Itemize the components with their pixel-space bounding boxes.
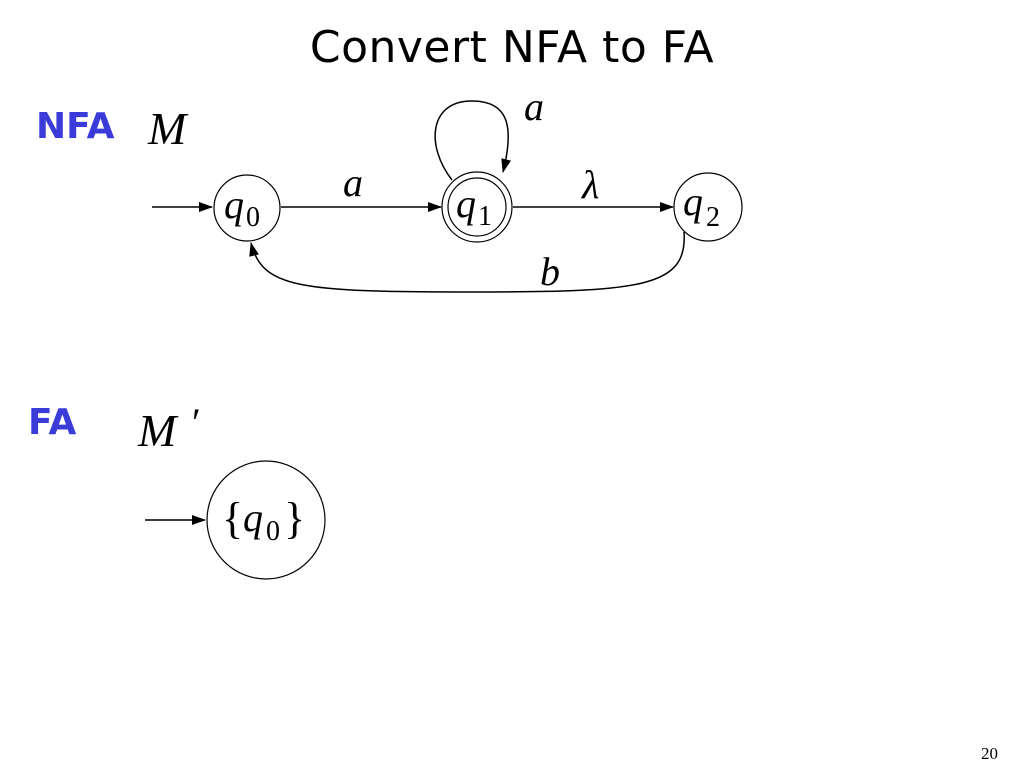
- nfa-state-q0: q 0: [213, 174, 281, 242]
- fa-state-name: q: [243, 495, 263, 540]
- fa-machine-name: M: [137, 405, 179, 456]
- edge-q2-q0: [249, 231, 685, 293]
- nfa-state-q2-index: 2: [706, 202, 720, 233]
- fa-machine-prime: ′: [192, 400, 201, 445]
- edge-q2-q0-label: b: [540, 249, 560, 294]
- edge-q1-q2-label: λ: [581, 162, 599, 207]
- nfa-state-q2-name: q: [683, 179, 703, 224]
- slide-title: Convert NFA to FA: [309, 22, 715, 73]
- fa-state-q0-set: { q 0 }: [206, 460, 326, 580]
- nfa-state-q1-inner-circle: [447, 177, 507, 237]
- fa-state-index: 0: [266, 516, 280, 547]
- nfa-state-q2-circle: [673, 172, 743, 242]
- fa-state-open-brace: {: [222, 494, 243, 543]
- nfa-state-q1-name: q: [456, 181, 476, 226]
- nfa-state-q1-outer-circle: [441, 171, 513, 243]
- nfa-tag: NFA: [36, 106, 115, 147]
- nfa-state-q0-name: q: [224, 182, 244, 227]
- nfa-state-q0-index: 0: [246, 202, 260, 233]
- nfa-state-q2: q 2: [673, 172, 743, 242]
- edge-q1-self-loop: [434, 100, 512, 181]
- nfa-machine-name: M: [147, 103, 189, 154]
- nfa-state-q1: q 1: [441, 171, 513, 243]
- fa-state-q0-set-circle: [206, 460, 326, 580]
- fa-state-close-brace: }: [284, 494, 305, 543]
- edge-q0-q1-label: a: [343, 160, 363, 205]
- nfa-state-q0-circle: [213, 174, 281, 242]
- nfa-state-q1-index: 1: [478, 201, 492, 232]
- edge-q1-self-loop-label: a: [524, 84, 544, 129]
- page-number: 20: [981, 744, 998, 763]
- fa-tag: FA: [28, 402, 77, 443]
